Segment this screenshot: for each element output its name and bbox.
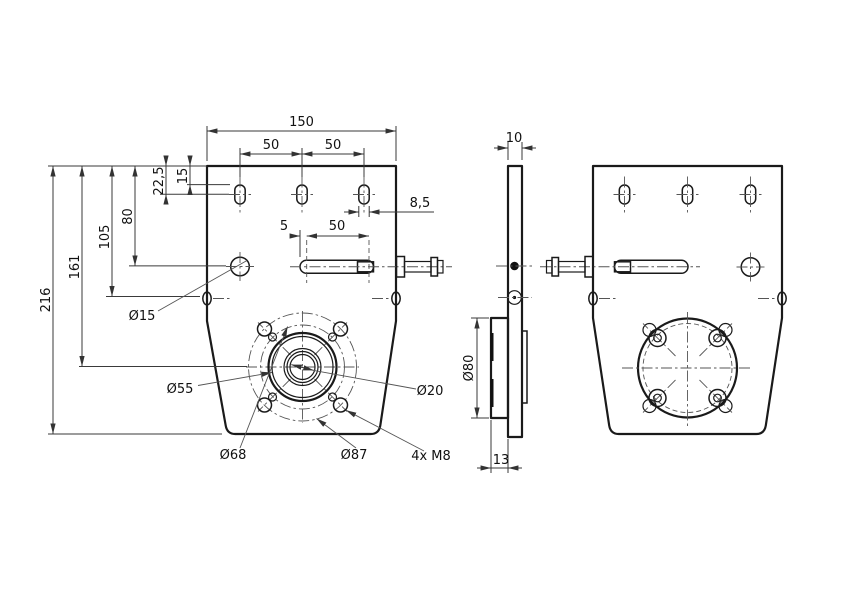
screw-head — [708, 388, 727, 408]
screw-shank — [713, 333, 722, 343]
dim-label-10: 10 — [506, 131, 523, 146]
front-clamp-bolt — [395, 255, 444, 278]
rear-view — [540, 164, 787, 436]
side-plate — [506, 164, 524, 439]
dim-label-50-left: 50 — [263, 138, 280, 153]
rear-adjust-slot — [540, 259, 700, 275]
rear-clamp-bolt — [545, 255, 594, 278]
bore-diameter-arrows — [291, 364, 314, 371]
front-view: 150 50 50 8,5 5 50 216 — [39, 115, 452, 464]
side-view: 10 Ø80 13 — [462, 131, 536, 473]
leader-d68 — [239, 326, 289, 449]
front-hub — [246, 311, 359, 423]
leader-d20 — [313, 369, 417, 390]
dim-label-216: 216 — [39, 288, 54, 313]
bolt-tip — [436, 259, 444, 274]
label-d87: Ø87 — [341, 448, 368, 463]
dowel-hole — [267, 392, 278, 402]
side-dimensions: 10 Ø80 13 — [462, 131, 536, 473]
dim-label-22-5: 22,5 — [152, 167, 167, 196]
dim-label-5: 5 — [280, 219, 288, 234]
label-d68: Ø68 — [220, 448, 247, 463]
side-boss — [489, 316, 510, 420]
rear-top-slots — [613, 176, 762, 213]
screw-head — [648, 388, 667, 408]
leader-4xm8 — [345, 409, 425, 452]
left-tab — [202, 291, 212, 306]
label-d55: Ø55 — [167, 382, 194, 397]
screw-shank — [653, 393, 662, 403]
bolt-tip — [545, 259, 553, 274]
dim-label-150: 150 — [289, 115, 314, 130]
label-d20: Ø20 — [417, 384, 444, 399]
front-top-slots — [229, 176, 375, 213]
front-plate-outline — [205, 164, 398, 436]
dim-label-13: 13 — [493, 453, 510, 468]
leader-d15 — [157, 260, 248, 312]
right-tab — [777, 291, 787, 306]
screw-head — [708, 328, 727, 348]
m8-tapped-hole — [256, 321, 273, 337]
dim-label-15: 15 — [176, 168, 191, 185]
bore-20 — [289, 353, 316, 381]
leader-d87 — [316, 418, 357, 449]
m8-tapped-hole — [332, 321, 349, 337]
dim-label-161: 161 — [68, 255, 83, 280]
label-d15: Ø15 — [129, 309, 156, 324]
right-tab — [391, 291, 401, 306]
front-labels: Ø15 Ø55 Ø20 Ø68 Ø87 4x M8 — [129, 260, 451, 464]
label-4xm8: 4x M8 — [411, 449, 451, 464]
rear-pivot-hole — [736, 252, 765, 282]
screw-shank — [653, 333, 662, 343]
dowel-hole — [327, 392, 338, 402]
hub-outer-55 — [267, 331, 338, 403]
front-pivot-hole — [226, 252, 254, 281]
left-tab — [588, 291, 598, 306]
side-rear-hub — [521, 330, 528, 404]
dim-label-105: 105 — [98, 225, 113, 250]
dim-label-80: 80 — [121, 208, 136, 225]
rear-plate-outline — [591, 164, 784, 436]
dowel-hole — [327, 332, 338, 342]
rear-boss — [622, 312, 753, 426]
side-bolt-end — [510, 261, 519, 271]
m8-tapped-hole — [256, 397, 273, 413]
m8-tapped-hole — [332, 397, 349, 413]
dowel-hole — [267, 332, 278, 342]
bore-ring-outer — [283, 347, 322, 387]
dim-label-slot-50: 50 — [329, 219, 346, 234]
dim-label-8-5: 8,5 — [410, 196, 431, 211]
bore-ring-mid — [286, 350, 319, 384]
front-dimensions: 150 50 50 8,5 5 50 216 — [39, 115, 434, 435]
front-adjust-slot — [290, 240, 452, 283]
screw-shank — [713, 393, 722, 403]
screw-head — [648, 328, 667, 348]
dim-label-d80: Ø80 — [462, 355, 477, 382]
dim-label-50-right: 50 — [325, 138, 342, 153]
leader-d55 — [197, 371, 273, 386]
